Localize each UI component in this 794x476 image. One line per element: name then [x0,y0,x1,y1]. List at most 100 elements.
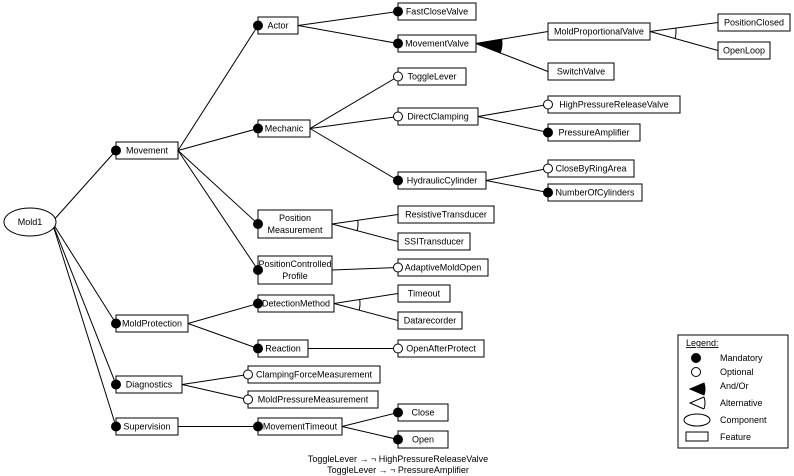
feature-label: PressureAmplifier [558,128,629,138]
feature-label: Movement [126,146,169,156]
feature-box [397,232,471,251]
mandatory-marker-reaction [253,343,263,354]
feature-detectionmethod: DetectionMethod [257,294,335,313]
feature-label: NumberOfCylinders [555,188,635,198]
feature-box [257,255,333,285]
legend-mandatory-label: Mandatory [720,353,763,363]
feature-switchvalve: SwitchValve [547,62,615,81]
feature-positionclosed: PositionClosed [717,13,791,32]
edge-movement-positioncontrolledprofile [177,150,259,271]
mandatory-marker-fastclosevalve [393,6,403,17]
edge-detectionmethod-timeout [333,293,399,304]
legend-component-label: Component [720,415,767,425]
edge-mechanic-directclamping [309,116,399,129]
alternative-group-arc-positionmeasurement [356,220,359,231]
feature-resistivetransducer: ResistiveTransducer [397,205,495,224]
mandatory-icon [691,353,701,363]
feature-label: Open [412,435,434,445]
edge-positioncontrolledprofile-adaptivemoldopen [331,267,399,271]
feature-moldpressuremeasurement: MoldPressureMeasurement [247,390,379,409]
feature-icon [685,431,709,442]
feature-label: Timeout [408,289,441,299]
feature-label: Mechanic [265,124,304,134]
feature-label: OpenAfterProtect [406,344,476,354]
feature-hydrauliccylinder: HydraulicCylinder [397,171,487,190]
feature-movementvalve: MovementValve [397,34,477,53]
feature-pressureamplifier: PressureAmplifier [547,123,641,142]
feature-label: AdaptiveMoldOpen [405,263,482,273]
feature-open: Open [397,430,449,449]
feature-label: ToggleLever [407,72,456,82]
feature-label: ResistiveTransducer [405,210,487,220]
edge-diagnostics-moldpressuremeasurement [181,384,249,400]
feature-label: Supervision [123,422,170,432]
feature-box [717,13,791,32]
feature-diagnostics: Diagnostics [115,375,183,394]
optional-icon [691,367,701,377]
feature-closebyringarea: CloseByRingArea [547,159,635,178]
feature-label: PositionControlled [258,259,331,269]
edge-movement-positionmeasurement [177,150,259,225]
feature-numberofcylinders: NumberOfCylinders [547,183,643,202]
feature-label: Close [411,408,434,418]
feature-actor: Actor [257,16,299,35]
feature-label: Reaction [265,344,301,354]
edge-positionmeasurement-resistivetransducer [331,214,399,225]
edge-movementtimeout-close [341,412,399,427]
feature-directclamping: DirectClamping [397,107,479,126]
edge-actor-movementvalve [297,25,399,44]
edge-mechanic-togglelever [309,76,399,129]
mandatory-marker-supervision [111,421,121,432]
mandatory-marker-positioncontrolledprofile [253,265,263,275]
edge-mold1-moldprotection [51,221,117,324]
legend-alternative-label: Alternative [720,398,763,408]
edge-movement-actor [177,25,259,151]
feature-openloop: OpenLoop [717,41,771,60]
feature-moldprotection: MoldProtection [115,314,189,333]
feature-datarecorder: Datarecorder [397,311,463,330]
feature-mold1: Mold1 [3,207,57,237]
edge-actor-fastclosevalve [297,11,399,26]
feature-box [397,311,463,330]
mandatory-marker-hydrauliccylinder [393,175,403,186]
feature-mechanic: Mechanic [257,119,311,138]
feature-supervision: Supervision [115,417,179,436]
legend-or-label: And/Or [720,381,749,391]
feature-ssitransducer: SSITransducer [397,232,471,251]
optional-marker-highpressurereleasevalve [543,99,553,110]
legend: Legend: Mandatory Optional And/Or Altern… [677,334,789,449]
edge-layer [51,11,719,440]
feature-label: Position [279,213,311,223]
feature-box [717,41,771,60]
feature-togglelever: ToggleLever [397,67,467,86]
mandatory-marker-moldprotection [111,318,121,329]
optional-marker-togglelever [393,71,403,82]
feature-clampingforcemeasurement: ClampingForceMeasurement [247,365,381,384]
edge-moldprotection-detectionmethod [187,303,259,324]
edge-mold1-diagnostics [51,221,117,385]
legend-optional-label: Optional [720,367,754,377]
edge-positionmeasurement-ssitransducer [331,223,399,242]
edge-directclamping-pressureamplifier [477,116,549,133]
feature-label: HighPressureReleaseValve [559,100,668,110]
feature-label: MoldPressureMeasurement [258,395,369,405]
feature-label: MovementTimeout [263,422,338,432]
feature-box [547,62,615,81]
edge-mechanic-hydrauliccylinder [309,128,399,181]
alternative-group-icon [688,396,706,410]
edge-moldproportionalvalve-positionclosed [649,22,719,32]
edge-mold1-movement [51,150,117,223]
component-icon [683,413,711,427]
mandatory-marker-movementvalve [393,38,403,49]
mandatory-marker-movement [111,145,121,156]
feature-label: Measurement [267,225,323,235]
feature-label: SSITransducer [404,237,464,247]
mandatory-marker-actor [253,20,263,31]
edge-movement-mechanic [177,128,259,151]
node-layer: Mold1MovementActorFastCloseValveMovement… [3,2,791,449]
edge-moldprotection-reaction [187,323,259,349]
feature-box [547,22,651,41]
alternative-group-arc-detectionmethod [358,299,361,311]
feature-reaction: Reaction [257,339,309,358]
